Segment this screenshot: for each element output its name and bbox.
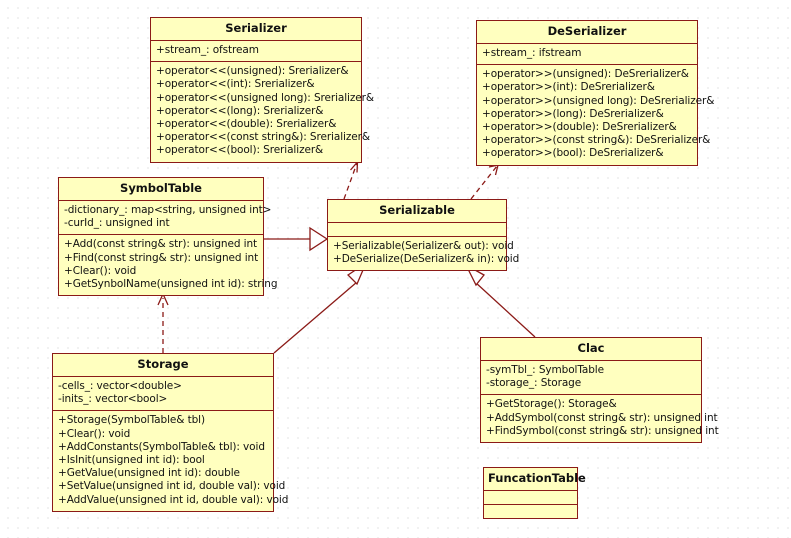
attribute-row: -dictionary_: map<string, unsigned int> xyxy=(64,204,272,216)
class-attributes-deserializer: +stream_: ifstream xyxy=(477,44,697,66)
operation-row: +IsInit(unsigned int id): bool xyxy=(58,454,205,467)
operation-row: +operator>>(unsigned): DeSrerializer& xyxy=(482,68,689,81)
operation-row: +Clear(): void xyxy=(58,427,131,440)
operation-row: +GetValue(unsigned int id): double xyxy=(58,467,240,480)
operation-row: +Storage(SymbolTable& tbl) xyxy=(58,414,205,427)
class-name-funcationtable: FuncationTable xyxy=(484,468,586,491)
class-name-deserializer: DeSerializer xyxy=(477,21,697,44)
class-attributes-serializable xyxy=(328,223,506,237)
class-operations-serializable: +Serializable(Serializer& out): void +De… xyxy=(328,237,520,270)
operation-row: +GetSynbolName(unsigned int id): string xyxy=(64,278,278,291)
operation-row: +operator<<(int): Srerializer& xyxy=(156,78,315,91)
class-operations-deserializer: +operator>>(unsigned): DeSrerializer& +o… xyxy=(477,65,715,164)
dependency-serializable-serializer xyxy=(343,160,359,200)
attribute-row: -symTbl_: SymbolTable xyxy=(486,364,604,376)
operation-row: +operator>>(double): DeSrerializer& xyxy=(482,121,677,134)
class-operations-clac: +GetStorage(): Storage& +AddSymbol(const… xyxy=(481,395,719,442)
operation-row: +AddSymbol(const string& str): unsigned … xyxy=(486,411,718,424)
class-name-symboltable: SymbolTable xyxy=(59,178,263,201)
operation-row: +operator<<(unsigned long): Srerializer& xyxy=(156,91,374,104)
operation-row: +operator>>(long): DeSrerializer& xyxy=(482,107,664,120)
class-name-serializer: Serializer xyxy=(151,18,361,41)
dependency-serializable-deserializer xyxy=(470,164,499,200)
operation-row: +SetValue(unsigned int id, double val): … xyxy=(58,480,286,493)
class-box-serializer[interactable]: Serializer +stream_: ofstream +operator<… xyxy=(150,17,374,163)
attribute-row: -curId_: unsigned int xyxy=(64,217,170,230)
class-name-serializable: Serializable xyxy=(328,200,506,223)
class-box-symboltable[interactable]: SymbolTable -dictionary_: map<string, un… xyxy=(58,177,278,297)
attribute-row: -storage_: Storage xyxy=(486,377,582,390)
operation-row: +Clear(): void xyxy=(64,264,137,277)
class-attributes-serializer: +stream_: ofstream xyxy=(151,41,361,63)
class-box-deserializer[interactable]: DeSerializer +stream_: ifstream +operato… xyxy=(476,20,715,166)
operation-row: +AddValue(unsigned int id, double val): … xyxy=(58,493,289,506)
operation-row: +operator>>(bool): DeSrerializer& xyxy=(482,147,664,160)
class-attributes-clac: -symTbl_: SymbolTable -storage_: Storage xyxy=(481,361,701,396)
operation-row: +FindSymbol(const string& str): unsigned… xyxy=(486,424,719,437)
class-name-storage: Storage xyxy=(53,354,273,377)
operation-row: +operator>>(int): DeSrerializer& xyxy=(482,81,655,94)
class-operations-storage: +Storage(SymbolTable& tbl) +Clear(): voi… xyxy=(53,411,289,510)
attribute-row: +stream_: ofstream xyxy=(156,44,259,56)
operation-row: +operator<<(unsigned): Srerializer& xyxy=(156,65,349,78)
operation-row: +Find(const string& str): unsigned int xyxy=(64,251,259,264)
operation-row: +operator<<(long): Srerializer& xyxy=(156,104,324,117)
generalization-symboltable-serializable xyxy=(264,226,329,252)
operation-row: +operator<<(double): Srerializer& xyxy=(156,118,337,131)
class-box-storage[interactable]: Storage -cells_: vector<double> -inits_:… xyxy=(52,353,289,512)
class-operations-serializer: +operator<<(unsigned): Srerializer& +ope… xyxy=(151,62,374,161)
class-attributes-storage: -cells_: vector<double> -inits_: vector<… xyxy=(53,377,273,412)
operation-row: +Add(const string& str): unsigned int xyxy=(64,238,258,251)
class-operations-symboltable: +Add(const string& str): unsigned int +F… xyxy=(59,235,278,295)
attribute-row: +stream_: ifstream xyxy=(482,47,582,59)
class-attributes-funcationtable xyxy=(484,491,577,505)
operation-row: +operator<<(bool): Srerializer& xyxy=(156,144,324,157)
class-operations-funcationtable xyxy=(484,505,577,518)
generalization-storage-serializable xyxy=(273,261,368,354)
operation-row: +operator>>(const string&): DeSrerialize… xyxy=(482,134,711,147)
operation-row: +operator>>(unsigned long): DeSrerialize… xyxy=(482,94,715,107)
class-name-clac: Clac xyxy=(481,338,701,361)
class-box-serializable[interactable]: Serializable +Serializable(Serializer& o… xyxy=(327,199,520,272)
operation-row: +Serializable(Serializer& out): void xyxy=(333,240,514,252)
operation-row: +AddConstants(SymbolTable& tbl): void xyxy=(58,440,265,453)
operation-row: +GetStorage(): Storage& xyxy=(486,398,617,411)
attribute-row: -inits_: vector<bool> xyxy=(58,393,168,406)
class-box-funcationtable[interactable]: FuncationTable xyxy=(483,467,586,519)
operation-row: +DeSerialize(DeSerializer& in): void xyxy=(333,253,520,266)
attribute-row: -cells_: vector<double> xyxy=(58,380,182,392)
generalization-clac-serializable xyxy=(464,263,536,338)
class-attributes-symboltable: -dictionary_: map<string, unsigned int> … xyxy=(59,201,272,236)
dependency-storage-symboltable xyxy=(157,292,169,353)
class-box-clac[interactable]: Clac -symTbl_: SymbolTable -storage_: St… xyxy=(480,337,719,444)
operation-row: +operator<<(const string&): Srerializer& xyxy=(156,131,370,144)
